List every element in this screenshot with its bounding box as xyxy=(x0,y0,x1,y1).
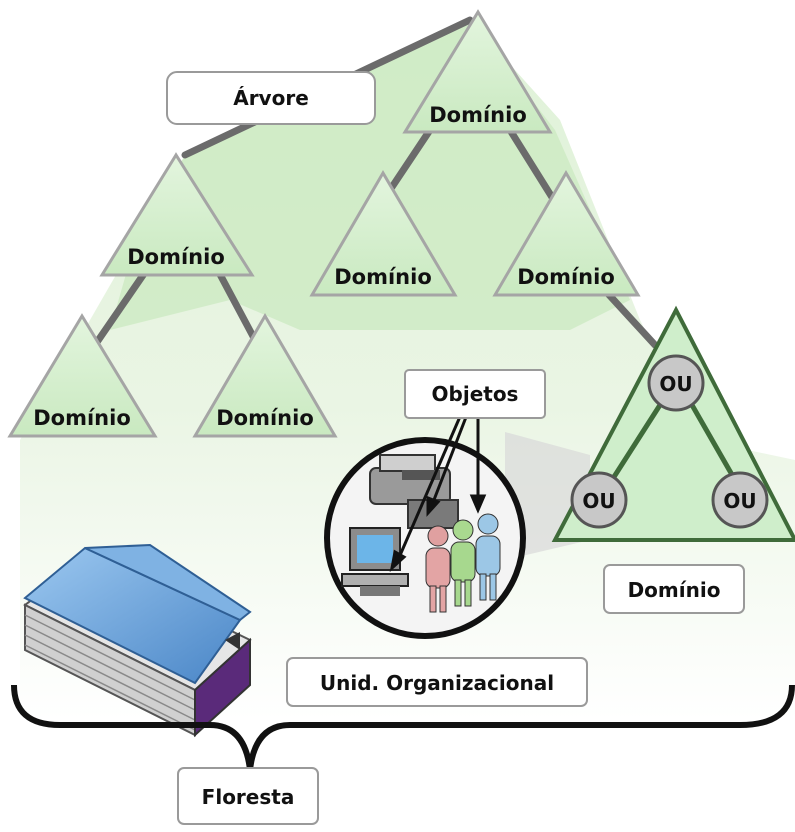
domain-triangle-bottom-left: Domínio xyxy=(7,313,158,438)
domain-triangle-bottom-center: Domínio xyxy=(192,313,338,438)
domain-triangle-center-mid: Domínio xyxy=(309,170,458,297)
forest-label: Floresta xyxy=(202,785,295,809)
org-unit-label-box: Unid. Organizacional xyxy=(286,657,588,707)
objects-label: Objetos xyxy=(432,382,519,406)
svg-text:OU: OU xyxy=(723,489,756,513)
ou-node-right: OU xyxy=(711,471,769,529)
objects-label-box: Objetos xyxy=(404,369,546,419)
ou-domain-triangle: OU OU OU xyxy=(551,305,795,542)
domain-triangle-top: Domínio xyxy=(402,9,553,134)
tree-label-box: Árvore xyxy=(166,71,376,125)
connector-left-bottomcenter xyxy=(211,261,259,344)
ou-node-top: OU xyxy=(647,354,705,412)
domain-box-label: Domínio xyxy=(628,578,721,602)
domain-label-box: Domínio xyxy=(603,564,745,614)
computer-icon xyxy=(341,527,409,596)
domain-triangle-left-mid: Domínio xyxy=(99,152,255,277)
tree-label: Árvore xyxy=(233,86,309,110)
domain-label-bottom-center: Domínio xyxy=(216,406,314,430)
objects-arrows xyxy=(389,411,487,573)
org-unit-label: Unid. Organizacional xyxy=(320,671,554,695)
domain-label-right-mid: Domínio xyxy=(517,265,615,289)
domain-label-bottom-left: Domínio xyxy=(33,406,131,430)
users-icon xyxy=(425,513,501,613)
domain-label-top: Domínio xyxy=(429,103,527,127)
connector-left-bottomleft xyxy=(91,261,154,349)
domain-triangle-right-mid: Domínio xyxy=(492,170,641,297)
svg-text:OU: OU xyxy=(582,489,615,513)
objects-circle xyxy=(324,437,526,639)
directory-book-icon xyxy=(23,543,252,738)
svg-text:OU: OU xyxy=(659,372,692,396)
forest-label-box: Floresta xyxy=(177,767,319,825)
ou-node-left: OU xyxy=(570,471,628,529)
domain-label-left-mid: Domínio xyxy=(127,245,225,269)
domain-label-center-mid: Domínio xyxy=(334,265,432,289)
